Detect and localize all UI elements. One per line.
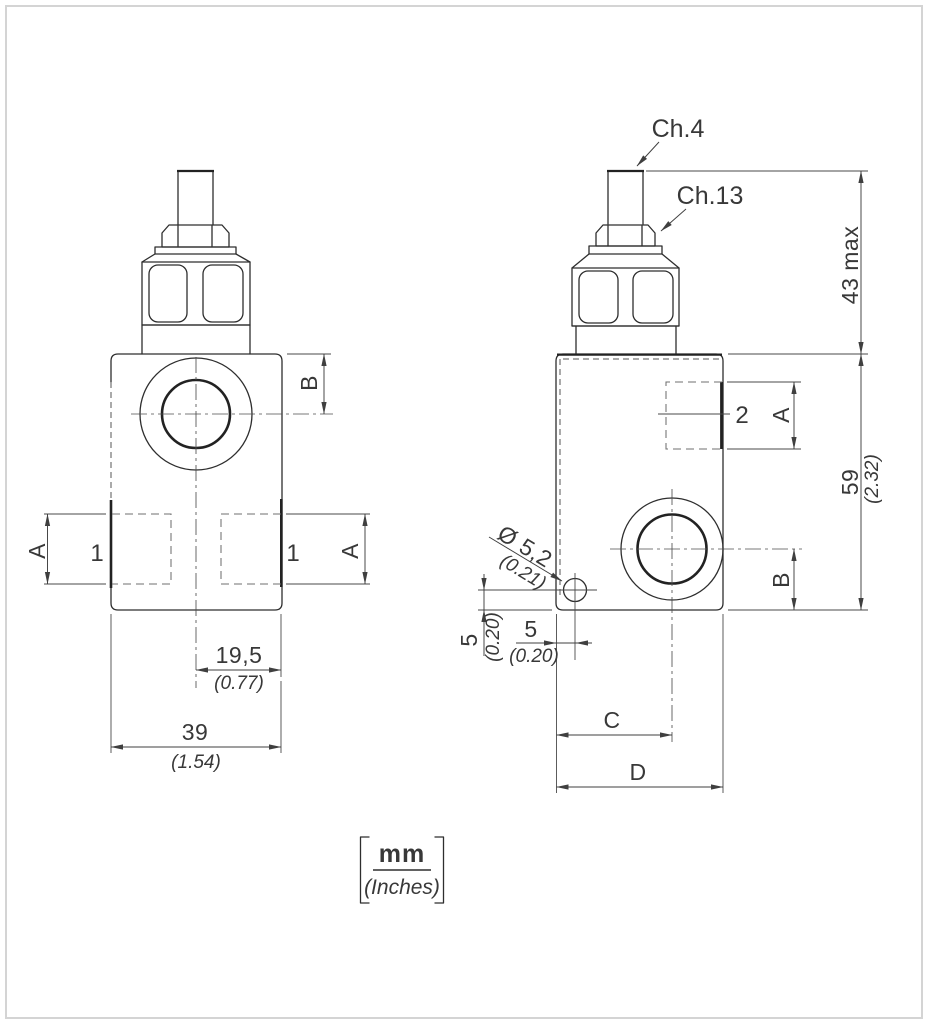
front-dim-a-right: A <box>286 513 370 585</box>
side-dim-height-max: 43 max <box>646 170 868 355</box>
drawing-frame <box>5 5 923 1019</box>
front-dim-a-right-label: A <box>337 543 363 559</box>
side-washer <box>588 245 663 255</box>
front-dim-width: 39 (1.54) <box>110 614 282 773</box>
side-collar <box>571 325 680 355</box>
front-dim-center-to-edge: 19,5 (0.77) <box>195 614 282 694</box>
side-dim-a-label: A <box>768 407 794 423</box>
side-dim-c: C <box>556 707 673 738</box>
side-stem <box>607 170 644 225</box>
side-dim-hole-offset-y: 5 (0.20) <box>456 574 552 662</box>
legend-inches-label: (Inches) <box>364 876 440 899</box>
front-stem <box>177 170 214 226</box>
front-dim-width-in: (1.54) <box>171 752 221 773</box>
side-dim-d: D <box>556 614 724 793</box>
side-dim-b-label: B <box>768 572 794 588</box>
side-dim-c-label: C <box>603 707 620 733</box>
side-dim-body-height-mm: 59 <box>837 469 863 496</box>
side-locknut <box>595 224 656 247</box>
units-legend: mm (Inches) <box>359 836 445 904</box>
front-view: 1 1 A A B 19,5 (0.77) <box>24 169 370 773</box>
front-locknut <box>161 224 230 248</box>
side-hex-nut <box>571 267 680 327</box>
front-dim-b-label: B <box>296 375 322 391</box>
side-dim-hole-offset-y-in: (0.20) <box>483 612 504 662</box>
front-body <box>109 353 283 611</box>
side-port2-hidden <box>665 381 722 450</box>
side-dim-hole-offset-x: 5 (0.20) <box>509 614 592 793</box>
side-dim-hole-offset-x-in: (0.20) <box>509 646 559 667</box>
front-dim-a-left: A <box>24 513 106 585</box>
front-port1-left-hidden <box>112 513 172 585</box>
front-port-left-label: 1 <box>90 540 103 567</box>
front-dim-width-mm: 39 <box>182 719 209 745</box>
callout-ch4-label: Ch.4 <box>652 115 705 143</box>
side-dim-height-max-label: 43 max <box>837 226 863 304</box>
side-dim-d-label: D <box>629 759 646 785</box>
front-hex-nut <box>141 261 251 326</box>
front-washer <box>154 246 237 255</box>
gauge-hole-callout: Ø 5,2 (0.21) <box>488 520 563 594</box>
legend-mm-label: mm <box>379 840 425 868</box>
side-dim-body-height: 59 (2.32) <box>728 353 883 611</box>
side-dim-body-height-in: (2.32) <box>862 454 883 504</box>
front-dim-a-left-label: A <box>24 543 50 559</box>
callout-ch13-label: Ch.13 <box>677 182 744 210</box>
side-dim-hole-offset-x-mm: 5 <box>524 616 537 642</box>
side-body <box>555 353 724 611</box>
front-dim-center-to-edge-in: (0.77) <box>214 673 264 694</box>
legend-bracket-right <box>434 836 445 904</box>
side-view: 2 Ch.4 Ch.13 Ø 5,2 (0.21) <box>456 115 883 793</box>
front-dim-center-to-edge-mm: 19,5 <box>216 642 263 668</box>
side-dim-hole-offset-y-mm: 5 <box>456 633 482 646</box>
side-port2-label: 2 <box>735 402 748 429</box>
front-port1-right-hidden <box>220 513 281 585</box>
front-port-right-label: 1 <box>286 540 299 567</box>
callout-ch4: Ch.4 <box>636 115 705 167</box>
callout-ch13: Ch.13 <box>660 182 744 232</box>
front-dim-b: B <box>287 353 331 415</box>
side-dim-a: A <box>727 381 801 450</box>
side-dim-b: B <box>768 548 797 611</box>
front-collar <box>141 324 251 355</box>
legend-bracket-left <box>359 836 370 904</box>
